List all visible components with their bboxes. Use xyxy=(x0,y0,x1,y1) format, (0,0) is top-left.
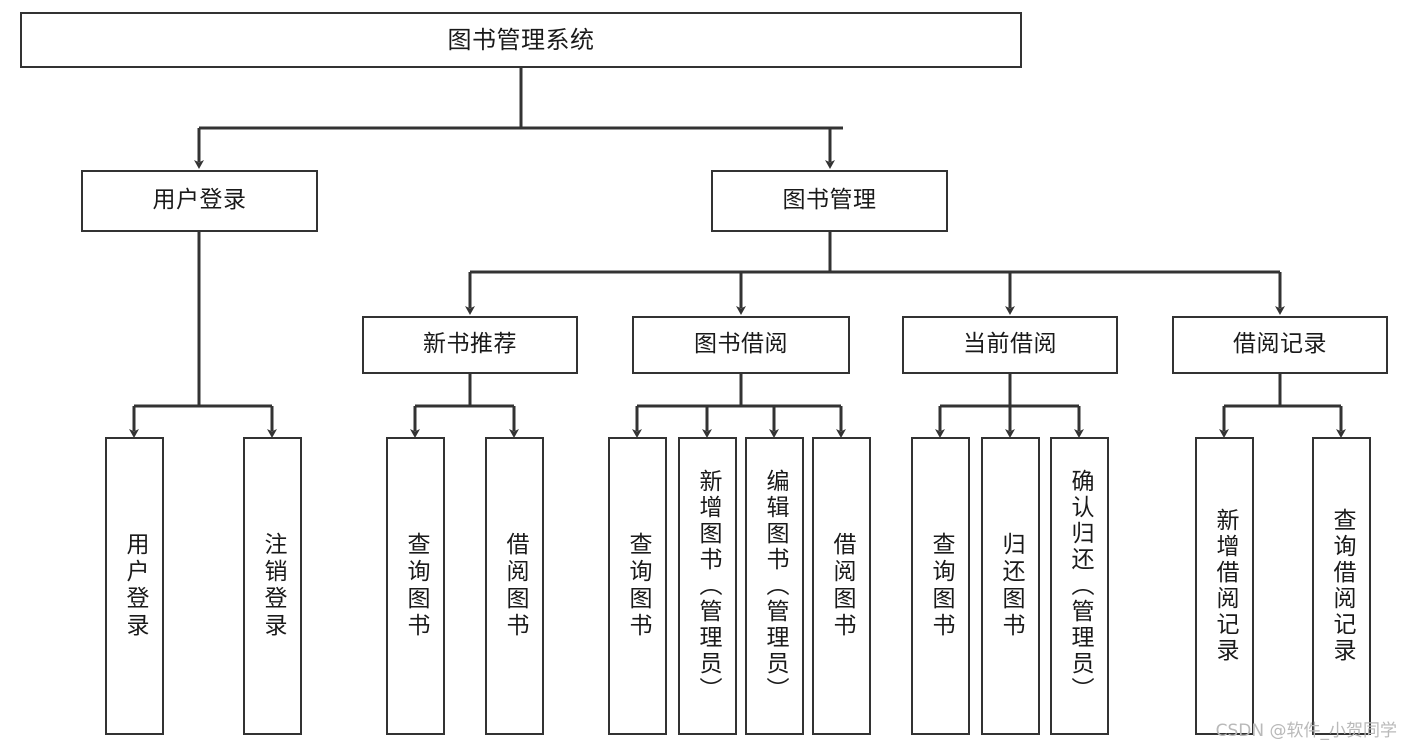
node-label: 借阅记录 xyxy=(1233,331,1327,358)
node-label: 图书管理系统 xyxy=(447,25,595,54)
node-label: 用户登录 xyxy=(152,187,247,214)
leaf-query-borrow-record[interactable]: 查询借阅记录 xyxy=(1312,437,1371,735)
leaf-confirm-return-admin[interactable]: 确认归还（管理员） xyxy=(1050,437,1109,735)
leaf-logout[interactable]: 注销登录 xyxy=(243,437,302,735)
node-label: 确认归还（管理员） xyxy=(1067,469,1093,703)
node-label: 归还图书 xyxy=(998,532,1024,640)
leaf-borrow-book[interactable]: 借阅图书 xyxy=(812,437,871,735)
node-label: 查询图书 xyxy=(625,532,651,640)
node-label: 新增图书（管理员） xyxy=(695,469,721,703)
node-label: 查询图书 xyxy=(403,532,429,640)
leaf-query-book-borrow[interactable]: 查询图书 xyxy=(608,437,667,735)
node-label: 新增借阅记录 xyxy=(1212,508,1238,664)
node-label: 借阅图书 xyxy=(502,532,528,640)
node-label: 借阅图书 xyxy=(829,532,855,640)
node-label: 查询图书 xyxy=(928,532,954,640)
node-book-borrow[interactable]: 图书借阅 xyxy=(632,316,850,374)
leaf-return-book[interactable]: 归还图书 xyxy=(981,437,1040,735)
leaf-edit-book-admin[interactable]: 编辑图书（管理员） xyxy=(745,437,804,735)
csdn-watermark: CSDN @软件_小贺同学 xyxy=(1215,721,1397,741)
node-label: 用户登录 xyxy=(122,532,148,640)
leaf-user-login[interactable]: 用户登录 xyxy=(105,437,164,735)
node-user-login[interactable]: 用户登录 xyxy=(81,170,318,232)
node-label: 注销登录 xyxy=(260,532,286,640)
node-borrow-record[interactable]: 借阅记录 xyxy=(1172,316,1388,374)
leaf-borrow-book-recommend[interactable]: 借阅图书 xyxy=(485,437,544,735)
node-root-book-management-system[interactable]: 图书管理系统 xyxy=(20,12,1022,68)
leaf-add-book-admin[interactable]: 新增图书（管理员） xyxy=(678,437,737,735)
node-label: 查询借阅记录 xyxy=(1329,508,1355,664)
node-label: 图书管理 xyxy=(782,187,877,214)
node-label: 新书推荐 xyxy=(423,331,517,358)
node-book-management[interactable]: 图书管理 xyxy=(711,170,948,232)
leaf-query-book-current[interactable]: 查询图书 xyxy=(911,437,970,735)
leaf-add-borrow-record[interactable]: 新增借阅记录 xyxy=(1195,437,1254,735)
node-label: 当前借阅 xyxy=(963,331,1057,358)
leaf-query-book-recommend[interactable]: 查询图书 xyxy=(386,437,445,735)
node-label: 编辑图书（管理员） xyxy=(762,469,788,703)
node-new-book-recommend[interactable]: 新书推荐 xyxy=(362,316,578,374)
node-current-borrow[interactable]: 当前借阅 xyxy=(902,316,1118,374)
node-label: 图书借阅 xyxy=(694,331,788,358)
